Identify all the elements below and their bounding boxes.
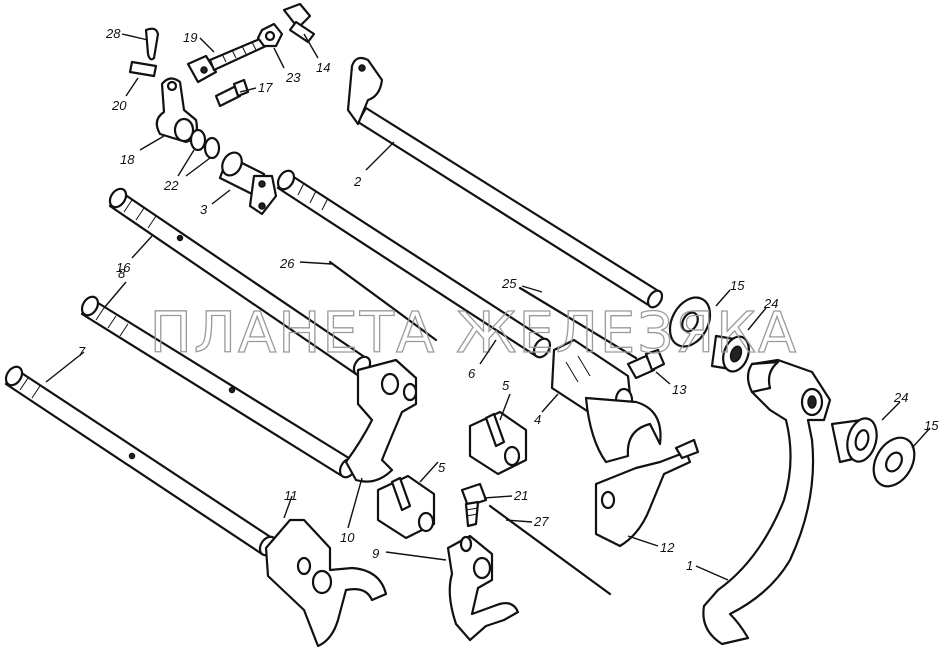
callout-7: 7 xyxy=(78,344,86,359)
callout-23: 23 xyxy=(285,70,301,85)
bolt-17 xyxy=(214,78,250,108)
callout-26: 26 xyxy=(279,256,295,271)
callout-4: 4 xyxy=(534,412,541,427)
callout-20: 20 xyxy=(111,98,127,113)
callout-27: 27 xyxy=(533,514,549,529)
wire-rod-25 xyxy=(518,286,638,360)
callout-8: 8 xyxy=(118,266,126,281)
wire-rod-26 xyxy=(328,260,438,342)
callout-11: 11 xyxy=(284,488,298,503)
screw-19 xyxy=(186,36,268,84)
block-4 xyxy=(550,338,662,464)
wire-rod-27 xyxy=(488,504,612,596)
washer-15-lower xyxy=(872,436,916,488)
callout-25: 25 xyxy=(501,276,517,291)
callout-2: 2 xyxy=(353,174,362,189)
fork-9 xyxy=(446,534,520,642)
fork-1 xyxy=(702,358,832,646)
callout-16: 16 xyxy=(116,260,131,275)
callout-24-upper: 24 xyxy=(763,296,778,311)
lever-18 xyxy=(155,77,198,144)
fork-10 xyxy=(344,358,418,483)
shift-rod-8 xyxy=(80,295,358,479)
callout-15-lower: 15 xyxy=(924,418,939,433)
sleeve-3 xyxy=(218,151,278,216)
callout-22: 22 xyxy=(163,178,179,193)
leader-lines xyxy=(45,33,931,581)
washers-22 xyxy=(189,128,221,160)
washer-15-upper xyxy=(668,296,712,348)
bolt-14 xyxy=(282,2,316,44)
pin-20 xyxy=(128,60,158,78)
lever-12 xyxy=(594,438,700,548)
callout-24-lower: 24 xyxy=(893,390,908,405)
callout-6: 6 xyxy=(468,366,476,381)
callout-3: 3 xyxy=(200,202,208,217)
callout-5-lower: 5 xyxy=(438,460,446,475)
callout-21: 21 xyxy=(513,488,528,503)
callout-17: 17 xyxy=(258,80,273,95)
bolt-21 xyxy=(460,482,488,528)
block-5-lower xyxy=(376,474,436,540)
callout-13: 13 xyxy=(672,382,687,397)
bolt-13 xyxy=(626,348,666,380)
callout-9: 9 xyxy=(372,546,379,561)
nut-23 xyxy=(256,22,284,48)
callout-10: 10 xyxy=(340,530,355,545)
callout-28: 28 xyxy=(105,26,121,41)
shift-rod-6 xyxy=(276,169,552,359)
callout-15-upper: 15 xyxy=(730,278,745,293)
callout-5-upper: 5 xyxy=(502,378,510,393)
block-5-upper xyxy=(468,410,528,476)
callout-labels: 28 19 23 14 20 17 18 22 2 3 16 26 8 25 1… xyxy=(78,26,939,573)
callout-14: 14 xyxy=(316,60,330,75)
shift-rod-2 xyxy=(346,56,664,309)
bushing-24-upper xyxy=(710,334,750,373)
callout-19: 19 xyxy=(183,30,197,45)
callout-18: 18 xyxy=(120,152,135,167)
cotter-pin-28 xyxy=(144,27,160,61)
bushing-24-lower xyxy=(830,417,878,464)
fork-11 xyxy=(264,518,388,648)
callout-12: 12 xyxy=(660,540,675,555)
callout-1: 1 xyxy=(686,558,693,573)
watermark-text: ПЛАНЕТА ЖЕЛЕЗЯКА xyxy=(150,301,798,366)
